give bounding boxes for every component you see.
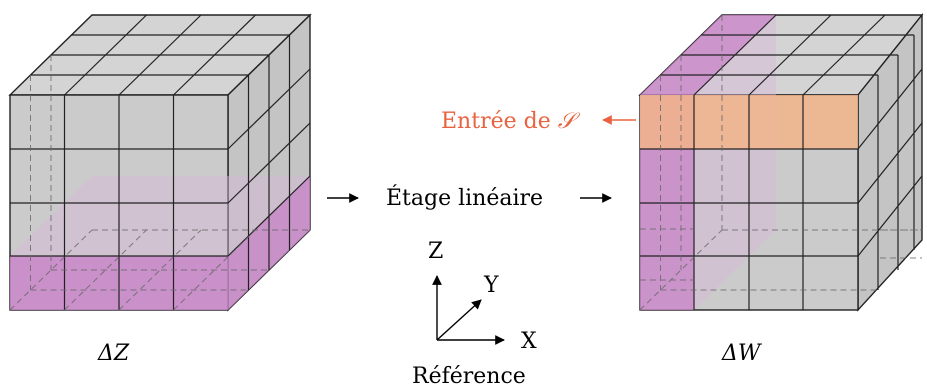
reference-axes: Z Y X Référence	[412, 239, 537, 388]
right-cube	[638, 13, 924, 312]
entry-annotation-symbol: 𝒮	[558, 109, 581, 134]
left-cube	[8, 13, 312, 312]
entry-annotation: Entrée de 𝒮	[441, 109, 581, 134]
y-axis-label: Y	[483, 273, 499, 298]
stage-label: Étage linéaire	[386, 184, 543, 211]
reference-caption: Référence	[412, 364, 526, 388]
right-cube-label: ΔW	[721, 341, 763, 366]
left-cube-label: ΔZ	[97, 341, 130, 366]
y-axis	[436, 299, 482, 341]
x-axis-label: X	[521, 329, 537, 354]
entry-annotation-prefix: Entrée de	[441, 109, 558, 134]
z-axis-label: Z	[428, 239, 443, 264]
